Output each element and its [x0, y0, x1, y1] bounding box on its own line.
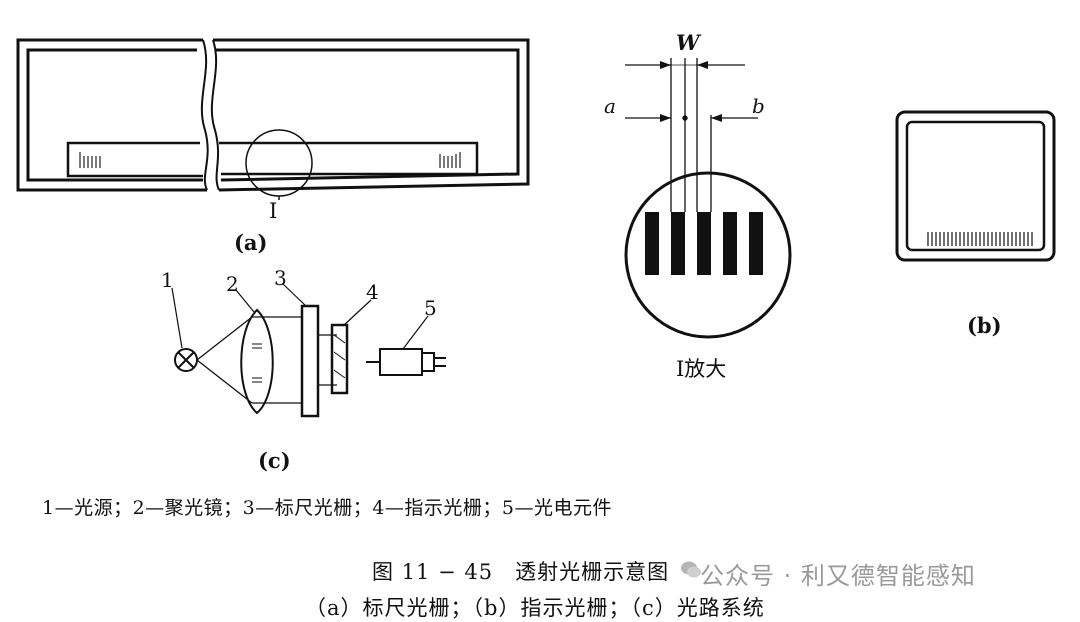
- label-3: 3: [274, 266, 287, 290]
- enlarge-caption: I放大: [676, 357, 727, 381]
- label-5: 5: [424, 296, 437, 320]
- indicator-grating: [895, 110, 1056, 262]
- scale-grating-strip: [66, 141, 479, 178]
- label-4: 4: [366, 280, 379, 304]
- figure-subtitle: （a）标尺光栅；（b）指示光栅；（c）光路系统: [305, 596, 765, 620]
- label-2: 2: [226, 272, 239, 296]
- panel-b-caption: (b): [967, 313, 1002, 338]
- condenser-lens: [240, 308, 274, 415]
- wechat-icon: [681, 561, 701, 578]
- grating-lines-enlarged: [645, 212, 763, 275]
- scale-grating-frame: [16, 38, 530, 192]
- watermark-text: 公众号 · 利又德智能感知: [700, 562, 976, 590]
- scale-grating-ticks: [79, 152, 461, 168]
- enlarge-w-label: W: [676, 30, 700, 55]
- enlarge-a-label: a: [604, 94, 616, 118]
- lens-hatch: [252, 343, 262, 383]
- enlargement-circle-marker: [245, 129, 313, 197]
- enlarged-view: [624, 58, 792, 339]
- panel-a-marker: I: [269, 199, 278, 223]
- indicator-grating-c: [330, 323, 349, 395]
- enlarge-b-label: b: [752, 94, 765, 118]
- optical-path-system: [171, 283, 446, 418]
- legend-text: 1—光源；2—聚光镜；3—标尺光栅；4—指示光栅；5—光电元件: [42, 497, 612, 519]
- panel-a-caption: (a): [234, 230, 268, 255]
- label-1: 1: [161, 268, 174, 292]
- panel-c-caption: (c): [258, 448, 291, 473]
- scale-grating-c: [300, 304, 320, 418]
- photoelectric-element: [366, 348, 446, 376]
- figure-title: 图 11 − 45 透射光栅示意图: [372, 560, 670, 584]
- light-source: [174, 348, 198, 372]
